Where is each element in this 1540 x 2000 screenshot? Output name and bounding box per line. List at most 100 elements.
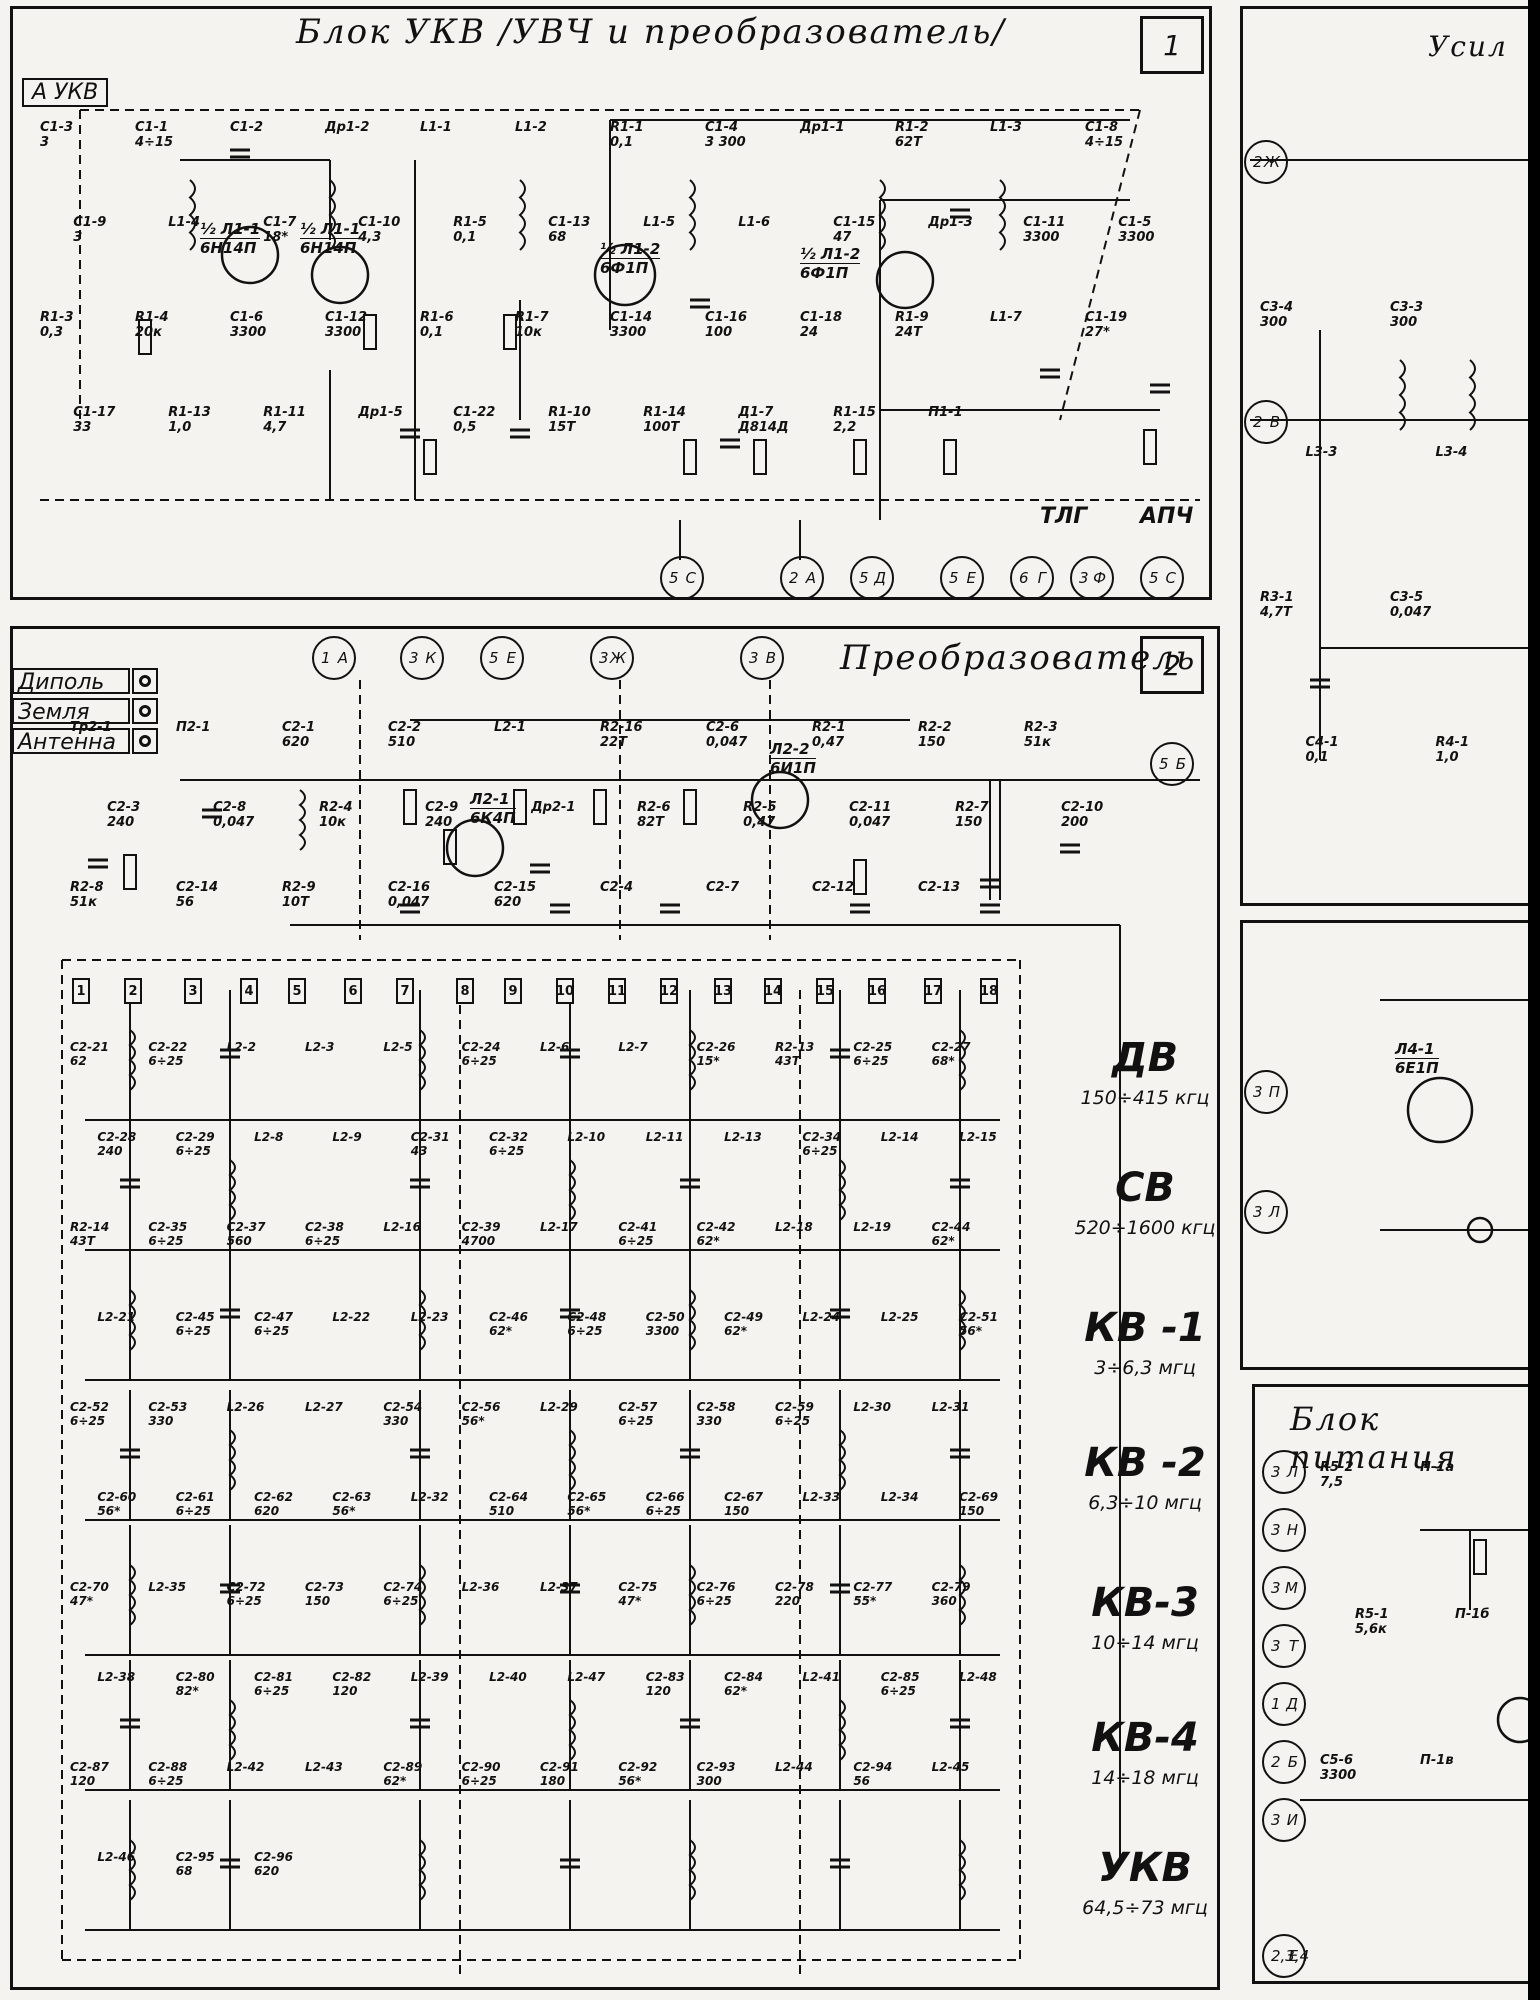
component-value: 0,3 (40, 325, 64, 340)
power-component-label: П-1б (1455, 1607, 1489, 1622)
band-component-label: L2-3 (305, 1040, 334, 1054)
band-5-coil-3 (568, 1699, 576, 1761)
component-ref: L2-32 (410, 1490, 449, 1504)
component-value: 56 (853, 1774, 871, 1788)
connector-letter: И (1286, 1811, 1298, 1829)
band-component-label: L2-30 (853, 1400, 891, 1414)
component-ref: П-1а (1420, 1460, 1455, 1475)
vhf-component-label: L1-3 (990, 120, 1022, 135)
connector-digit: 6 (1019, 569, 1029, 587)
component-ref: L2-13 (724, 1130, 762, 1144)
component-ref: L2-5 (383, 1040, 413, 1054)
component-ref: С1-2 (230, 120, 264, 135)
component-value: 620 (254, 1504, 280, 1518)
band-2-coil-2 (418, 1289, 426, 1351)
vhf-tube-4 (875, 250, 935, 310)
component-ref: L2-31 (931, 1400, 970, 1414)
component-value: 330 (383, 1414, 409, 1428)
component-ref: С2-62 (254, 1490, 293, 1504)
component-value: 18* (263, 230, 289, 245)
component-ref: L2-15 (959, 1130, 997, 1144)
connector-letter: М (1285, 1579, 1298, 1597)
component-ref: R2-3 (1024, 720, 1058, 735)
connector-letter: С (685, 569, 696, 587)
band-name: КВ -2 (1084, 1440, 1206, 1486)
component-value: 62* (931, 1234, 955, 1248)
component-value: 7,5 (1320, 1475, 1344, 1490)
converter-block-title: Преобразователь (840, 638, 1197, 678)
connector-digit: 2 (1271, 1753, 1281, 1771)
component-value: 62Т (895, 135, 922, 150)
vhf-block-frame (10, 6, 1212, 600)
vhf-block-number: 1 (1140, 16, 1204, 74)
band-component-label: L2-10 (567, 1130, 605, 1144)
vhf-tube-2 (310, 245, 370, 305)
amp-coil-1 (1398, 359, 1406, 431)
band-3-coil-5 (838, 1429, 846, 1491)
terminal-label: Диполь (12, 668, 130, 695)
component-value: 120 (645, 1684, 671, 1698)
connector-letter: Л (1268, 1203, 1280, 1221)
component-ref: R4-1 (1435, 735, 1470, 750)
band-0-coil-2 (418, 1029, 426, 1091)
component-value: 6÷25 (696, 1594, 732, 1608)
component-value: 100Т (643, 420, 680, 435)
component-ref: L3-3 (1305, 445, 1338, 460)
conv-res-4 (593, 789, 607, 825)
tube-type: 6Н14П (200, 238, 261, 257)
component-value: 47 (833, 230, 852, 245)
component-value: 15Т (548, 420, 576, 435)
component-value: 0,047 (706, 735, 748, 750)
vhf-component-label: Др1-1 (800, 120, 844, 135)
component-value: 6÷25 (489, 1144, 525, 1158)
component-value: Д814Д (738, 420, 789, 435)
component-value: 0,1 (610, 135, 634, 150)
component-ref: С2-49 (724, 1310, 763, 1324)
connector-digit: 2 (1253, 153, 1263, 171)
component-value: 43Т (70, 1234, 95, 1248)
component-value: 3 300 (705, 135, 746, 150)
band-4-coil-4 (688, 1564, 696, 1626)
component-ref: С2-11 (849, 800, 892, 815)
connector-digit: 5 (859, 569, 869, 587)
component-value: 6÷25 (148, 1774, 184, 1788)
component-ref: L2-35 (148, 1580, 187, 1594)
amp-block-frame (1240, 6, 1540, 906)
component-ref: С1-12 (325, 310, 368, 325)
component-ref: L2-33 (802, 1490, 841, 1504)
component-ref: L2-45 (931, 1760, 970, 1774)
component-value: 68 (175, 1864, 193, 1878)
conv-res-3 (513, 789, 527, 825)
vhf-tube-3 (593, 243, 657, 307)
component-ref: L2-7 (618, 1040, 648, 1054)
band-0-coil-4 (688, 1029, 696, 1091)
connector-digit: 3 (1271, 1637, 1281, 1655)
